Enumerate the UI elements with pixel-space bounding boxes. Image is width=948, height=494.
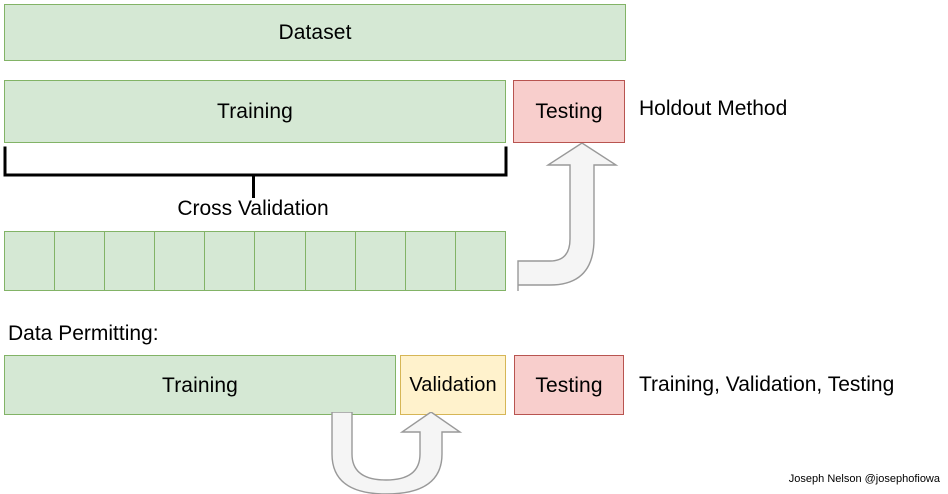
- tvt-validation-label: Validation: [409, 374, 497, 396]
- author-credit: Joseph Nelson @josephofiowa: [788, 473, 940, 485]
- cv-fold: [4, 231, 56, 291]
- holdout-testing-box: Testing: [513, 80, 625, 143]
- cv-fold: [254, 231, 306, 291]
- cv-fold: [354, 231, 406, 291]
- holdout-training-box: Training: [4, 80, 506, 143]
- cv-fold: [204, 231, 256, 291]
- training-validation-testing-annotation: Training, Validation, Testing: [639, 373, 895, 396]
- cv-fold: [54, 231, 106, 291]
- holdout-training-label: Training: [217, 100, 293, 123]
- tvt-training-label: Training: [162, 373, 238, 397]
- holdout-method-annotation: Holdout Method: [639, 97, 788, 120]
- cv-fold: [154, 231, 206, 291]
- tvt-testing-box: Testing: [514, 355, 624, 415]
- cv-fold: [104, 231, 156, 291]
- cv-fold: [404, 231, 456, 291]
- data-permitting-heading: Data Permitting:: [8, 322, 159, 345]
- holdout-testing-label: Testing: [535, 100, 603, 123]
- cross-validation-folds: [4, 231, 506, 291]
- tvt-validation-box: Validation: [400, 355, 506, 415]
- cross-validation-to-testing-arrow-icon: [517, 143, 619, 291]
- cross-validation-label: Cross Validation: [177, 197, 329, 220]
- dataset-box: Dataset: [4, 4, 626, 61]
- cv-fold: [304, 231, 356, 291]
- training-to-validation-arrow-icon: [331, 412, 463, 494]
- cv-fold: [454, 231, 506, 291]
- cross-validation-bracket-icon: [3, 146, 508, 198]
- tvt-training-box: Training: [4, 355, 396, 415]
- tvt-testing-label: Testing: [535, 373, 603, 397]
- dataset-label: Dataset: [278, 21, 352, 44]
